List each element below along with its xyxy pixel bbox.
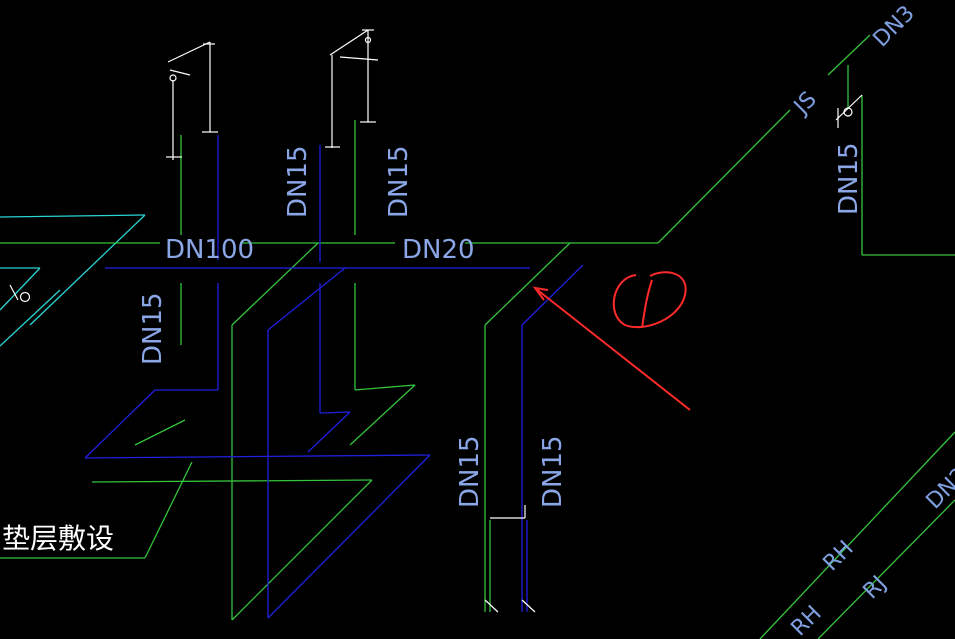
green-supply-pipes	[0, 34, 955, 621]
label-dn15-left: DN15	[138, 292, 168, 365]
label-dn20: DN20	[402, 235, 475, 265]
label-rj: RJ	[859, 571, 892, 604]
label-dn100: DN100	[165, 235, 254, 265]
label-dn15-right: DN15	[834, 142, 864, 215]
label-dn15-lower-b: DN15	[538, 435, 568, 508]
blue-hot-pipes	[84, 135, 584, 619]
annotation-arrow-shaft	[534, 287, 691, 411]
red-annotation	[532, 271, 691, 411]
annotation-arrow-head	[532, 286, 549, 301]
label-dn-top-right: DN3	[869, 1, 920, 52]
label-cushion-layer: 垫层敷设	[2, 522, 114, 555]
annotation-stroke-mark	[641, 279, 653, 329]
label-dn-bottom-right: DN2	[922, 463, 955, 514]
label-dn15-top-b: DN15	[384, 145, 414, 218]
green-diagonal-pipes	[759, 431, 955, 639]
cyan-pipe-group	[0, 214, 146, 347]
label-dn15-lower-a: DN15	[455, 435, 485, 508]
label-dn15-top-a: DN15	[283, 145, 313, 218]
fixture-risers	[9, 29, 863, 613]
label-rh-b: RH	[787, 601, 827, 639]
annotation-circle-mark	[612, 271, 687, 329]
label-js: JS	[788, 87, 822, 121]
